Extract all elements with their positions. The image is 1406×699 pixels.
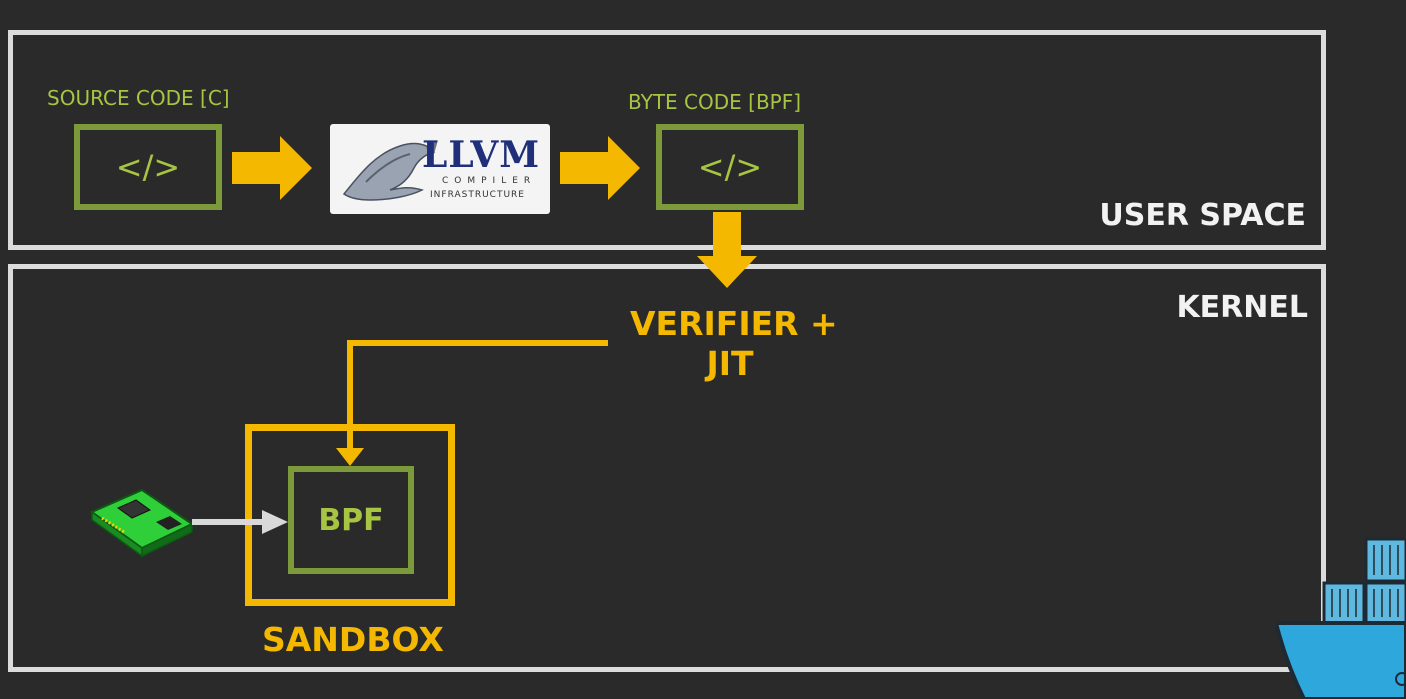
- byte-code-box: </>: [656, 124, 804, 210]
- source-code-box: </>: [74, 124, 222, 210]
- connector-verifier-to-bpf: [347, 340, 608, 450]
- source-code-label: SOURCE CODE [C]: [47, 86, 230, 110]
- arrow-source-to-llvm: [232, 136, 312, 200]
- arrowhead-into-bpf: [336, 448, 364, 466]
- llvm-logo: LLVM COMPILER INFRASTRUCTURE: [330, 124, 550, 214]
- byte-code-label: BYTE CODE [BPF]: [628, 90, 802, 114]
- jit-line: JIT: [706, 344, 754, 383]
- llvm-compiler-text: COMPILER: [442, 176, 537, 186]
- network-card-icon: [89, 488, 194, 558]
- verifier-jit-label: VERIFIER + JIT: [630, 304, 838, 384]
- arrowhead-nic-to-bpf: [262, 510, 288, 534]
- llvm-name: LLVM: [422, 134, 541, 176]
- code-icon: </>: [697, 148, 763, 186]
- bpf-label: BPF: [318, 502, 384, 538]
- docker-whale-icon: [1276, 537, 1406, 699]
- arrow-llvm-to-bytecode: [560, 136, 640, 200]
- user-space-panel: [8, 30, 1326, 250]
- kernel-panel: [8, 264, 1326, 672]
- llvm-infrastructure-text: INFRASTRUCTURE: [430, 190, 525, 200]
- sandbox-label: SANDBOX: [262, 620, 444, 659]
- wyvern-icon: [342, 140, 438, 201]
- user-space-label: USER SPACE: [1099, 198, 1306, 233]
- code-icon: </>: [115, 148, 181, 186]
- kernel-label: KERNEL: [1176, 290, 1308, 325]
- bpf-program-box: BPF: [288, 466, 414, 574]
- verifier-line: VERIFIER +: [630, 304, 838, 343]
- arrow-bytecode-to-verifier: [697, 212, 757, 288]
